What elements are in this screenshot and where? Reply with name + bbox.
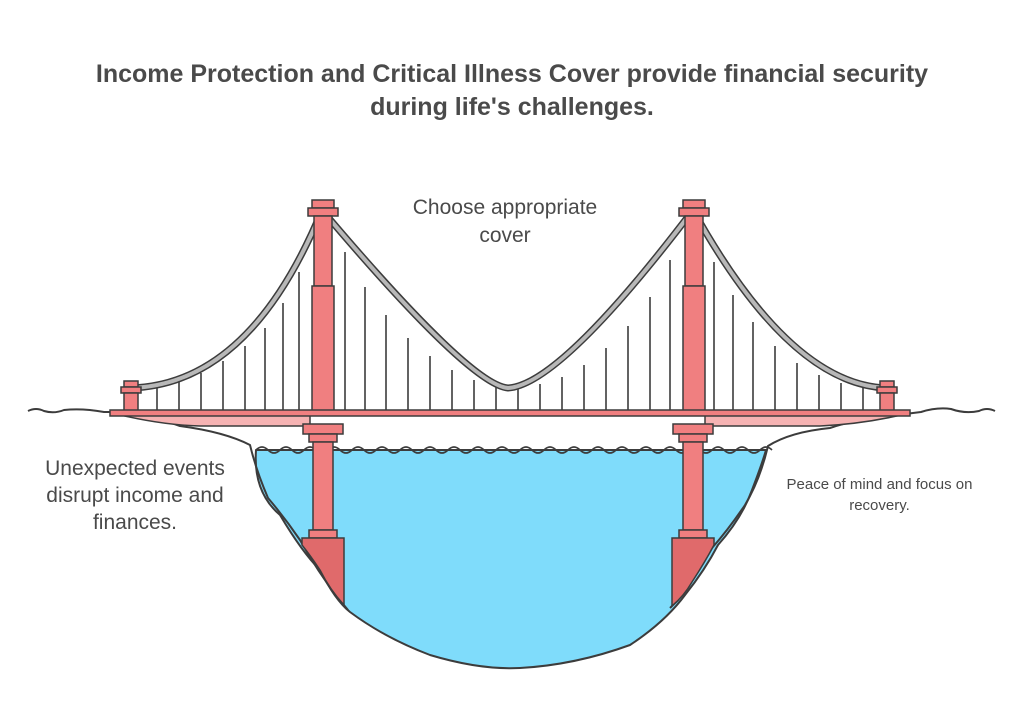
- left-tower: [307, 199, 339, 413]
- bridge-deck: [109, 409, 911, 417]
- right-pier: [671, 423, 715, 608]
- left-bank: [27, 408, 349, 611]
- right-bank: [669, 407, 996, 609]
- page-title: Income Protection and Critical Illness C…: [0, 58, 1024, 124]
- title-line-2: during life's challenges.: [370, 93, 654, 121]
- left-pier: [301, 423, 345, 607]
- right-tower: [678, 199, 710, 413]
- label-right-line-1: Peace of mind and focus on: [786, 476, 973, 493]
- label-top-line-2: cover: [479, 224, 531, 247]
- main-cables: [129, 206, 888, 392]
- label-top-line-1: Choose appropriate: [412, 196, 598, 219]
- left-anchor-post: [120, 380, 142, 412]
- right-anchor-post: [876, 380, 898, 412]
- label-left-line-1: Unexpected events: [45, 457, 225, 480]
- label-left-line-3: finances.: [92, 511, 178, 534]
- suspender-cables: [156, 252, 864, 410]
- label-choose-cover: Choose appropriate cover: [380, 194, 630, 250]
- label-right-line-2: recovery.: [849, 497, 910, 514]
- title-line-1: Income Protection and Critical Illness C…: [95, 60, 929, 88]
- label-peace-of-mind: Peace of mind and focus on recovery.: [762, 474, 997, 516]
- label-unexpected-events: Unexpected events disrupt income and fin…: [20, 455, 250, 536]
- label-left-line-2: disrupt income and: [46, 484, 224, 507]
